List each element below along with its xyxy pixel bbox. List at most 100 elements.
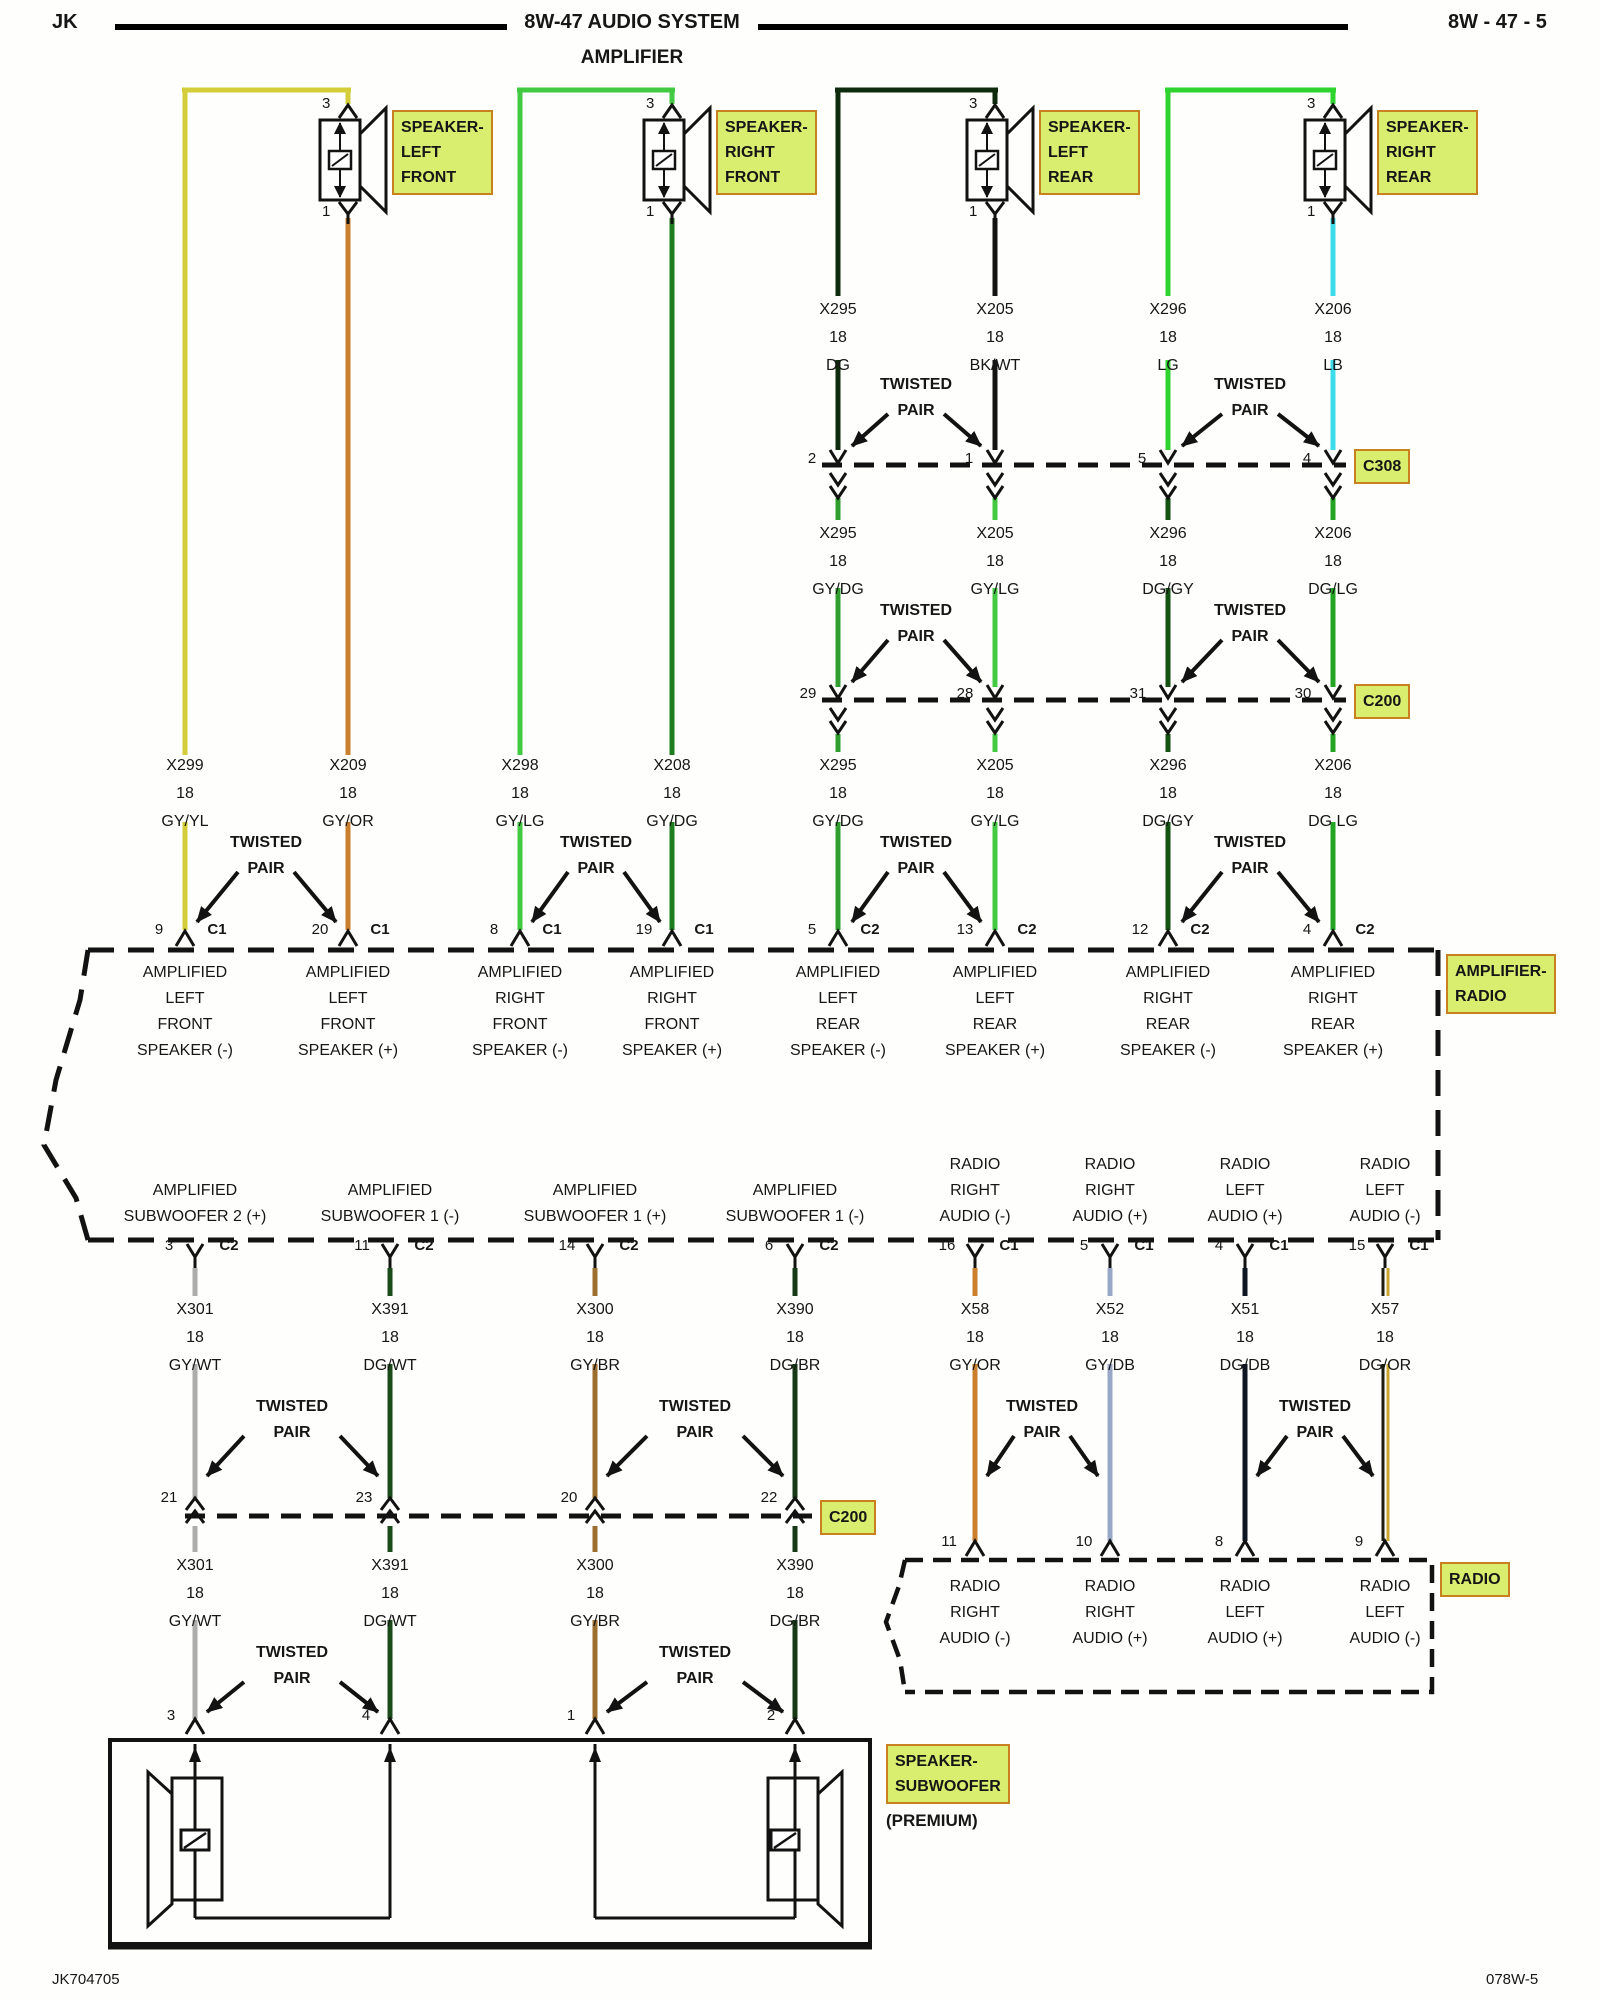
connector-id: C1 bbox=[1269, 1237, 1289, 1254]
radio-line: AUDIO (+) bbox=[1072, 1630, 1148, 1647]
wire-circuit: X299 bbox=[166, 757, 204, 774]
radio-line: RIGHT bbox=[950, 1604, 1000, 1621]
wire-color: DG/OR bbox=[1358, 1357, 1412, 1374]
wire-color: LB bbox=[1323, 357, 1343, 374]
amp-output-line: AMPLIFIED bbox=[1290, 964, 1376, 981]
page-subtitle: AMPLIFIER bbox=[580, 47, 684, 68]
subwoofer-wire-arrowheads bbox=[189, 1747, 801, 1762]
amp-output-line: RIGHT bbox=[1308, 990, 1358, 1007]
amp-lower-line: RADIO bbox=[1219, 1156, 1271, 1173]
amp-lower-line: RADIO bbox=[1084, 1156, 1136, 1173]
amp-output-line: REAR bbox=[815, 1016, 861, 1033]
header-rule-left bbox=[115, 24, 507, 30]
amp-output-line: SPEAKER (-) bbox=[471, 1042, 569, 1059]
wire-gauge: 18 bbox=[1101, 1329, 1119, 1346]
wire-circuit: X206 bbox=[1314, 301, 1352, 318]
page-number: 8W - 47 - 5 bbox=[1448, 11, 1547, 33]
amp-lower-line: LEFT bbox=[1225, 1182, 1265, 1199]
amp-lower-line: SUBWOOFER 2 (+) bbox=[123, 1208, 267, 1225]
twisted-line: TWISTED bbox=[1279, 1398, 1351, 1415]
twisted-line: PAIR bbox=[1231, 402, 1269, 419]
pin-number: 4 bbox=[1214, 1237, 1224, 1254]
c308-junction-icon bbox=[828, 449, 1343, 501]
label-line: RIGHT bbox=[1386, 144, 1436, 161]
radio-line: AUDIO (-) bbox=[1349, 1630, 1421, 1647]
speaker-pin1-fork-icon bbox=[337, 201, 1344, 224]
wire-color: GY/LG bbox=[970, 813, 1020, 830]
wire-color: GY/LG bbox=[970, 581, 1020, 598]
wire-lg bbox=[1165, 87, 1336, 450]
radio-line: RADIO bbox=[1084, 1578, 1136, 1595]
wire-gauge: 18 bbox=[511, 785, 529, 802]
amp-output-line: SPEAKER (-) bbox=[789, 1042, 887, 1059]
pin-number: 5 bbox=[807, 921, 817, 938]
pin-number: 19 bbox=[635, 921, 653, 938]
amp-output-line: RIGHT bbox=[647, 990, 697, 1007]
amp-output-line: AMPLIFIED bbox=[952, 964, 1038, 981]
amp-bottom-pin-fork-icon bbox=[185, 1243, 1395, 1268]
twisted-line: TWISTED bbox=[230, 834, 302, 851]
amp-lower-line: SUBWOOFER 1 (-) bbox=[320, 1208, 460, 1225]
connector-id: C1 bbox=[1409, 1237, 1429, 1254]
wire-gauge: 18 bbox=[966, 1329, 984, 1346]
label-line: SPEAKER- bbox=[1386, 119, 1469, 136]
amp-lower-line: RADIO bbox=[949, 1156, 1001, 1173]
wire-gauge: 18 bbox=[986, 553, 1004, 570]
amp-output-line: AMPLIFIED bbox=[1125, 964, 1211, 981]
amp-lower-line: AMPLIFIED bbox=[152, 1182, 238, 1199]
speaker-right-front-icon bbox=[642, 104, 712, 216]
pin-number: 12 bbox=[1131, 921, 1149, 938]
amp-lower-line: AMPLIFIED bbox=[347, 1182, 433, 1199]
connector-label-c200-lower: C200 bbox=[820, 1500, 877, 1535]
pin-number: 8 bbox=[489, 921, 499, 938]
connector-label-c200-upper: C200 bbox=[1354, 684, 1411, 719]
pin-number: 1 bbox=[964, 450, 974, 467]
label-line: SPEAKER- bbox=[401, 119, 484, 136]
wire-color: GY/YL bbox=[161, 813, 209, 830]
amp-subwoofer-label: AMPLIFIED SUBWOOFER 1 (-) bbox=[321, 1178, 460, 1230]
connector-id: C2 bbox=[619, 1237, 639, 1254]
c200-upper-junction-icon bbox=[828, 684, 1343, 736]
wire-circuit: X391 bbox=[371, 1301, 409, 1318]
wire-gauge: 18 bbox=[829, 785, 847, 802]
wire-gauge: 18 bbox=[1324, 329, 1342, 346]
radio-line: LEFT bbox=[1225, 1604, 1265, 1621]
amp-lower-line: AUDIO (-) bbox=[1349, 1208, 1421, 1225]
subwoofer-speaker-left-icon bbox=[146, 1768, 224, 1930]
wire-circuit: X52 bbox=[1095, 1301, 1125, 1318]
wire-circuit: X390 bbox=[776, 1557, 814, 1574]
radio-pin-fork-icon bbox=[964, 1538, 1396, 1557]
wire-color: BK/WT bbox=[969, 357, 1021, 374]
label-line: REAR bbox=[1386, 169, 1432, 186]
pin-number: 20 bbox=[560, 1489, 578, 1506]
amp-lower-line: AUDIO (-) bbox=[939, 1208, 1011, 1225]
pin-number: 30 bbox=[1294, 685, 1312, 702]
pin-number: 31 bbox=[1129, 685, 1147, 702]
pin-number: 11 bbox=[941, 1533, 957, 1550]
twisted-line: TWISTED bbox=[560, 834, 632, 851]
amp-output-line: RIGHT bbox=[495, 990, 545, 1007]
connector-id: C1 bbox=[542, 921, 562, 938]
subwoofer-speaker-right-icon bbox=[766, 1768, 844, 1930]
wire-color: DG/BR bbox=[769, 1357, 821, 1374]
connector-id: C1 bbox=[694, 921, 714, 938]
wire-gauge: 18 bbox=[986, 785, 1004, 802]
pin-number: 20 bbox=[311, 921, 329, 938]
page-model-code: JK bbox=[52, 11, 78, 33]
connector-id: C1 bbox=[1134, 1237, 1154, 1254]
